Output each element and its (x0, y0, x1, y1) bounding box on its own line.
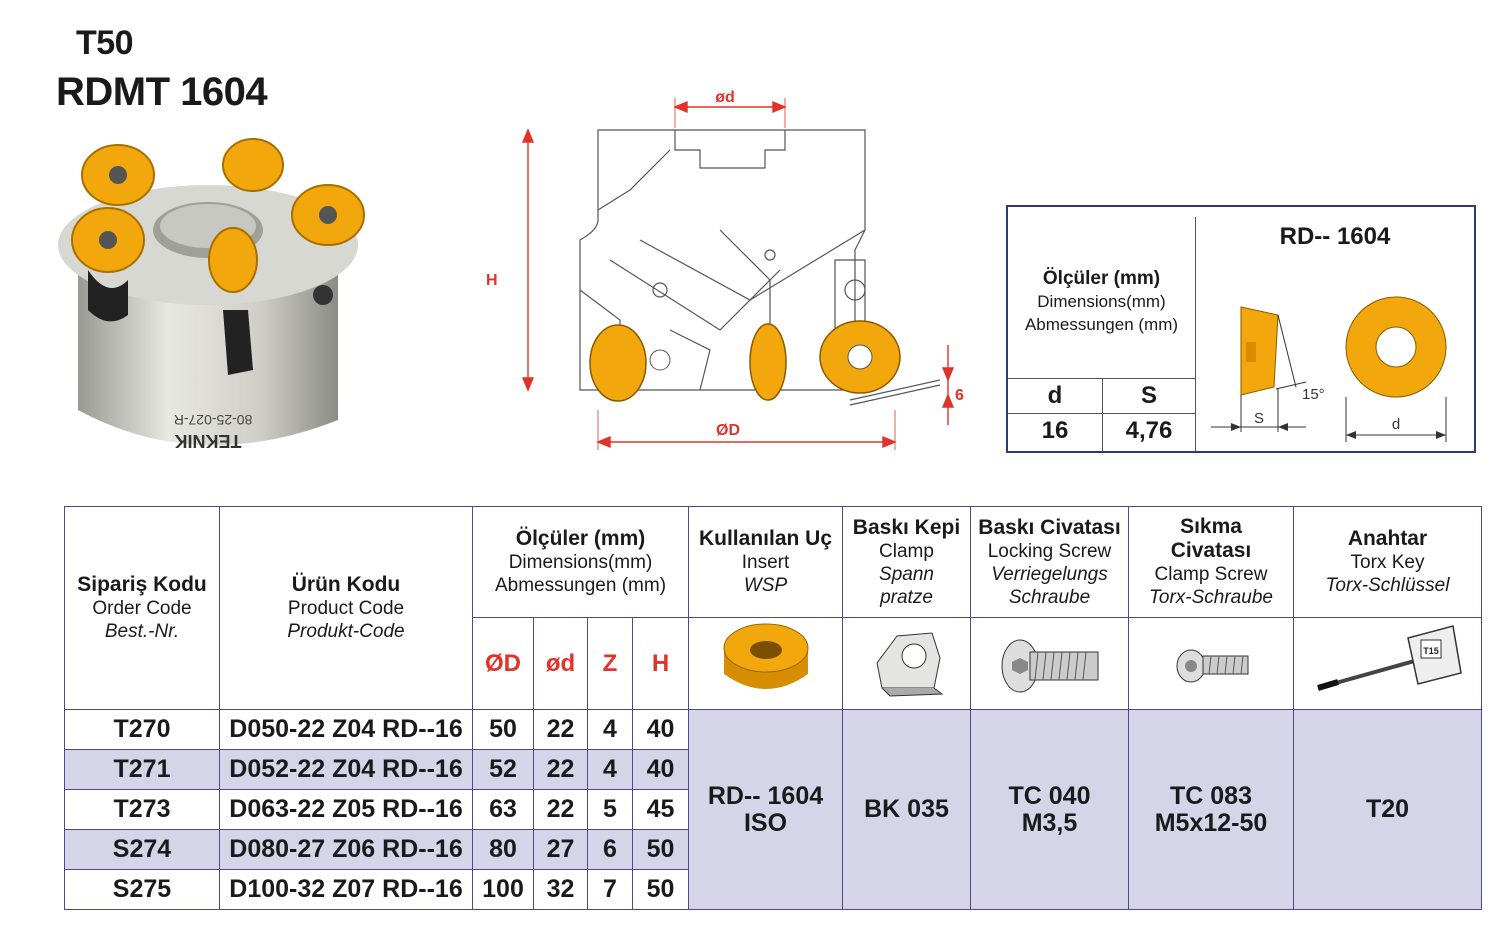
table-row: S275 D100-32 Z07 RD--16 100 32 7 50 (64, 869, 1482, 910)
value-d: 32 (533, 869, 588, 910)
value-D: 63 (472, 789, 534, 830)
value-Z: 4 (587, 749, 633, 790)
product-code: D100-32 Z07 RD--16 (219, 869, 473, 910)
insert-diagram: S 15° d (1211, 296, 1447, 442)
locking-screw-image-cell (970, 617, 1129, 710)
col-D: ØD (472, 617, 534, 710)
value-Z: 4 (587, 709, 633, 750)
brand-text: TEKNIK (175, 431, 242, 451)
cutter-photo: 80-25-027-R TEKNIK (58, 138, 365, 451)
table-row: T270 D050-22 Z04 RD--16 50 22 4 40 RD-- … (64, 709, 1482, 910)
value-d: 22 (533, 749, 588, 790)
order-code: T271 (64, 749, 220, 790)
order-code: T273 (64, 789, 220, 830)
clamp-image (875, 632, 943, 697)
label-6: 6 (955, 387, 964, 404)
value-D: 52 (472, 749, 534, 790)
spec-insert-title: RD-- 1604 (1279, 223, 1391, 250)
header-dimensions: Ölçüler (mm) Dimensions(mm) Abmessungen … (472, 506, 689, 618)
order-code: S275 (64, 869, 220, 910)
header-order-code: Sipariş Kodu Order Code Best.-Nr. (64, 506, 220, 710)
table-row: T273 D063-22 Z05 RD--16 63 22 5 45 (64, 789, 1482, 830)
value-D: 80 (472, 829, 534, 870)
col-d: ød (533, 617, 588, 710)
header-product-code: Ürün Kodu Product Code Produkt-Code (219, 506, 473, 710)
series-title: T50 (76, 24, 134, 62)
torx-key-image: T15 (1316, 625, 1462, 691)
value-H: 40 (632, 749, 689, 790)
key-label: T15 (1423, 646, 1439, 656)
product-table: Sipariş Kodu Order Code Best.-Nr. Ürün K… (64, 506, 1482, 910)
insert-image (723, 623, 808, 689)
clamp-image-cell (842, 617, 971, 710)
value-d: 22 (533, 789, 588, 830)
spec-val-d: 16 (1041, 417, 1069, 444)
clamp-screw-image (1176, 649, 1249, 683)
value-d: 27 (533, 829, 588, 870)
clamp-code: BK 035 (842, 709, 971, 910)
header-torx-key: Anahtar Torx Key Torx-Schlüssel (1293, 506, 1482, 618)
insert-spec-box: Ölçüler (mm) Dimensions(mm) Abmessungen … (1006, 205, 1476, 453)
spec-dimensions-label: Ölçüler (mm) Dimensions(mm) Abmessungen … (1024, 268, 1179, 334)
spec-lbl-s: S (1254, 410, 1264, 427)
product-code: D050-22 Z04 RD--16 (219, 709, 473, 750)
engraving-text: 80-25-027-R (174, 412, 253, 428)
table-row: T271 D052-22 Z04 RD--16 52 22 4 40 (64, 749, 1482, 790)
value-D: 100 (472, 869, 534, 910)
label-H: H (486, 272, 498, 289)
locking-screw-image (1001, 639, 1098, 693)
value-H: 50 (632, 829, 689, 870)
header-clamp: Baskı Kepi Clamp Spann pratze (842, 506, 971, 618)
value-Z: 6 (587, 829, 633, 870)
header-insert: Kullanılan Uç Insert WSP (688, 506, 843, 618)
product-code: D080-27 Z06 RD--16 (219, 829, 473, 870)
value-H: 45 (632, 789, 689, 830)
spec-angle: 15° (1302, 386, 1325, 403)
order-code: S274 (64, 829, 220, 870)
value-d: 22 (533, 709, 588, 750)
header-locking-screw: Baskı Civatası Locking Screw Verriegelun… (970, 506, 1129, 618)
order-code: T270 (64, 709, 220, 750)
label-d-small: ød (715, 89, 735, 106)
value-H: 40 (632, 709, 689, 750)
insert-image-cell (688, 617, 843, 710)
product-code: D052-22 Z04 RD--16 (219, 749, 473, 790)
torx-key-code: T20 (1293, 709, 1482, 910)
col-Z: Z (587, 617, 633, 710)
spec-lbl-d: d (1392, 416, 1400, 433)
clamp-screw-image-cell (1128, 617, 1294, 710)
value-Z: 7 (587, 869, 633, 910)
spec-col-s: S (1140, 382, 1157, 409)
torx-key-image-cell: T15 (1293, 617, 1482, 710)
table-row: S274 D080-27 Z06 RD--16 80 27 6 50 (64, 829, 1482, 870)
header-clamp-screw: Sıkma Civatası Clamp Screw Torx-Schraube (1128, 506, 1294, 618)
spec-col-d: d (1047, 382, 1063, 409)
value-D: 50 (472, 709, 534, 750)
insert-title: RDMT 1604 (56, 70, 268, 114)
spec-val-s: 4,76 (1125, 417, 1173, 444)
product-code: D063-22 Z05 RD--16 (219, 789, 473, 830)
value-Z: 5 (587, 789, 633, 830)
col-H: H (632, 617, 689, 710)
label-D: ØD (716, 422, 740, 439)
technical-drawing: ød H ØD 6 (486, 89, 964, 450)
value-H: 50 (632, 869, 689, 910)
